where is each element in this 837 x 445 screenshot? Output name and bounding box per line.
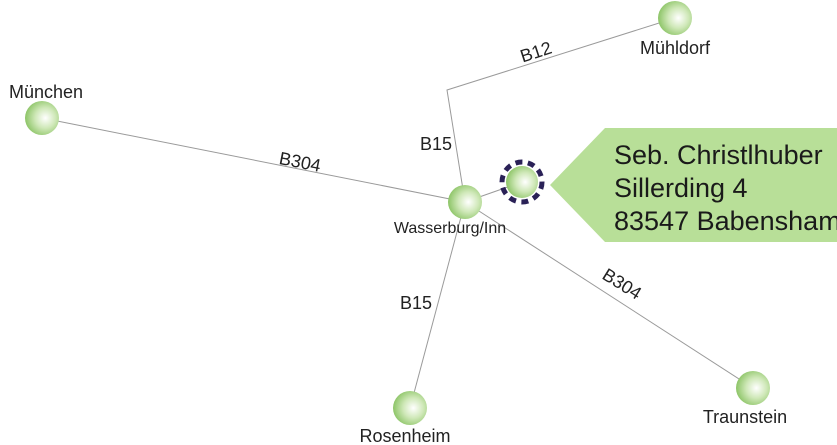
- label-muehldorf: Mühldorf: [640, 38, 711, 58]
- label-wasserburg: Wasserburg/Inn: [394, 220, 506, 237]
- road-label-b304-west: B304: [277, 148, 322, 176]
- destination-node[interactable]: [506, 166, 538, 198]
- city-node-rosenheim[interactable]: [393, 391, 427, 425]
- road-label-b15-north: B15: [420, 134, 452, 154]
- city-node-muehldorf[interactable]: [658, 1, 692, 35]
- road-label-b12: B12: [518, 38, 555, 67]
- road-b15-south: [409, 201, 466, 409]
- label-traunstein: Traunstein: [703, 407, 787, 427]
- road-b304-east: [464, 201, 754, 389]
- road-b304-west: [41, 117, 466, 203]
- road-lines: [41, 17, 754, 409]
- label-rosenheim: Rosenheim: [359, 426, 450, 445]
- city-node-traunstein[interactable]: [736, 371, 770, 405]
- city-node-muenchen[interactable]: [25, 101, 59, 135]
- road-label-b15-south: B15: [400, 293, 432, 313]
- city-node-wasserburg[interactable]: [448, 185, 482, 219]
- callout-city: 83547 Babensham: [614, 206, 837, 236]
- road-label-b304-east: B304: [599, 264, 645, 303]
- label-muenchen: München: [9, 82, 83, 102]
- destination-marker-ring: [499, 159, 545, 205]
- road-b15-b12: [446, 17, 676, 203]
- callout-name: Seb. Christlhuber: [614, 140, 823, 170]
- address-callout: [550, 128, 837, 242]
- callout-street: Sillerding 4: [614, 173, 748, 203]
